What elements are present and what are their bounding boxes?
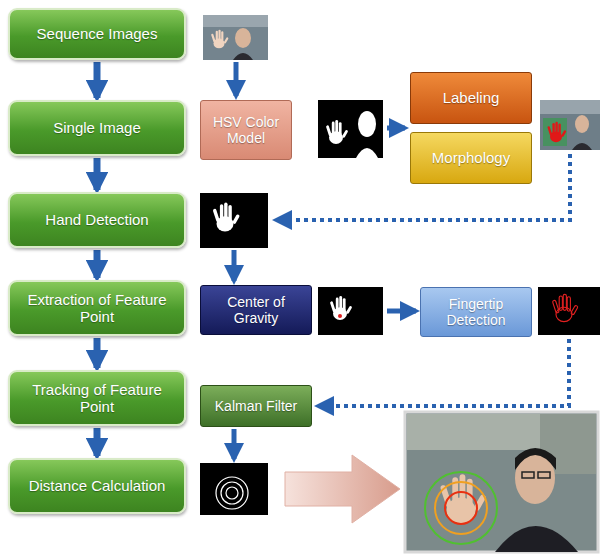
box-label: Center of Gravity bbox=[207, 294, 305, 326]
mask-thumbnail bbox=[318, 100, 383, 158]
hand-thumbnail bbox=[200, 193, 268, 248]
labeled-thumbnail bbox=[540, 100, 600, 150]
flow-connector bbox=[94, 158, 101, 190]
flow-connector bbox=[94, 338, 101, 368]
method-box: Kalman Filter bbox=[200, 385, 312, 427]
method-box: Morphology bbox=[410, 132, 532, 184]
box-label: Fingertip Detection bbox=[427, 296, 525, 328]
box-label: Extraction of Feature Point bbox=[16, 291, 178, 326]
box-label: Morphology bbox=[432, 149, 510, 166]
box-label: Hand Detection bbox=[45, 211, 148, 228]
process-box: Extraction of Feature Point bbox=[8, 280, 186, 336]
process-box: Tracking of Feature Point bbox=[8, 370, 186, 426]
fingertip-thumbnail bbox=[538, 287, 600, 335]
result-arrow bbox=[285, 455, 400, 523]
gravity-thumbnail bbox=[318, 287, 383, 335]
distance-thumbnail bbox=[200, 463, 268, 515]
method-box: Center of Gravity bbox=[200, 285, 312, 335]
process-box: Distance Calculation bbox=[8, 458, 186, 514]
process-box: Sequence Images bbox=[8, 8, 186, 60]
method-box: Fingertip Detection bbox=[420, 287, 532, 337]
flow-connector bbox=[94, 428, 101, 456]
dotted-arrow bbox=[318, 339, 569, 406]
box-label: Kalman Filter bbox=[215, 398, 297, 414]
flow-connector bbox=[94, 250, 101, 278]
process-box: Hand Detection bbox=[8, 192, 186, 248]
process-box: Single Image bbox=[8, 100, 186, 156]
flow-arrow bbox=[232, 429, 237, 459]
method-box: Labeling bbox=[410, 72, 532, 124]
box-label: Labeling bbox=[443, 89, 500, 106]
flow-arrow bbox=[234, 62, 239, 96]
flow-arrow bbox=[232, 250, 237, 281]
flow-arrow bbox=[387, 126, 405, 131]
box-label: Single Image bbox=[53, 119, 141, 136]
box-label: Distance Calculation bbox=[29, 477, 166, 494]
box-label: HSV Color Model bbox=[207, 114, 285, 146]
webcam-thumbnail bbox=[203, 15, 268, 60]
flow-connector bbox=[94, 62, 101, 98]
method-box: HSV Color Model bbox=[200, 100, 292, 160]
box-label: Tracking of Feature Point bbox=[16, 381, 178, 416]
result-photo bbox=[405, 412, 598, 552]
flow-arrow bbox=[387, 309, 416, 314]
box-label: Sequence Images bbox=[37, 25, 158, 42]
